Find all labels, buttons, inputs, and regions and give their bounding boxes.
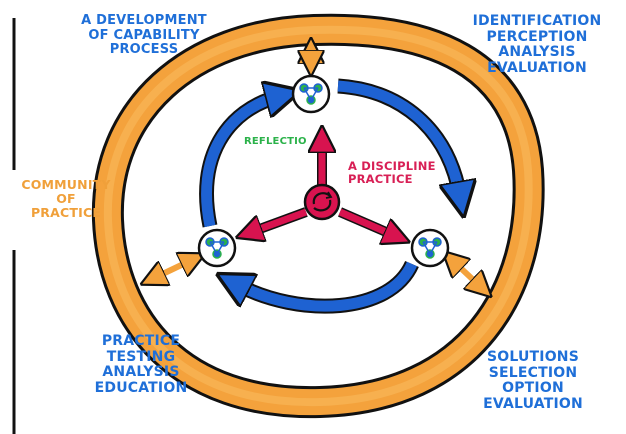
label-community-of-practice: COMMUNITY OF PRACTICE <box>21 177 111 220</box>
people-network-icon-top <box>291 74 331 114</box>
center-cycle-icon <box>303 183 341 221</box>
label-reflection: REFLECTIO <box>244 136 307 147</box>
capability-cycle-arrows <box>199 78 460 314</box>
pink-arrow-right <box>338 208 400 238</box>
label-discipline-practice: A DISCIPLINE PRACTICE <box>348 159 436 186</box>
label-development-of-capability: A DEVELOPMENT OF CAPABILITY PROCESS <box>81 13 207 58</box>
community-ring <box>91 13 545 419</box>
orange-arrow-left <box>150 258 196 280</box>
label-identification: IDENTIFICATION PERCEPTION ANALYSIS EVALU… <box>472 13 602 77</box>
people-network-icon-left <box>197 228 237 268</box>
orange-arrow-right <box>450 258 484 290</box>
ring-connector-arrows <box>150 48 484 290</box>
people-network-icon-right <box>410 228 450 268</box>
pink-arrow-left <box>246 208 308 234</box>
discipline-arrows <box>246 136 400 238</box>
label-practice-testing: PRACTICE TESTING ANALYSIS EDUCATION <box>94 333 188 397</box>
label-solutions-selection: SOLUTIONS SELECTION OPTION EVALUATION <box>483 349 583 413</box>
